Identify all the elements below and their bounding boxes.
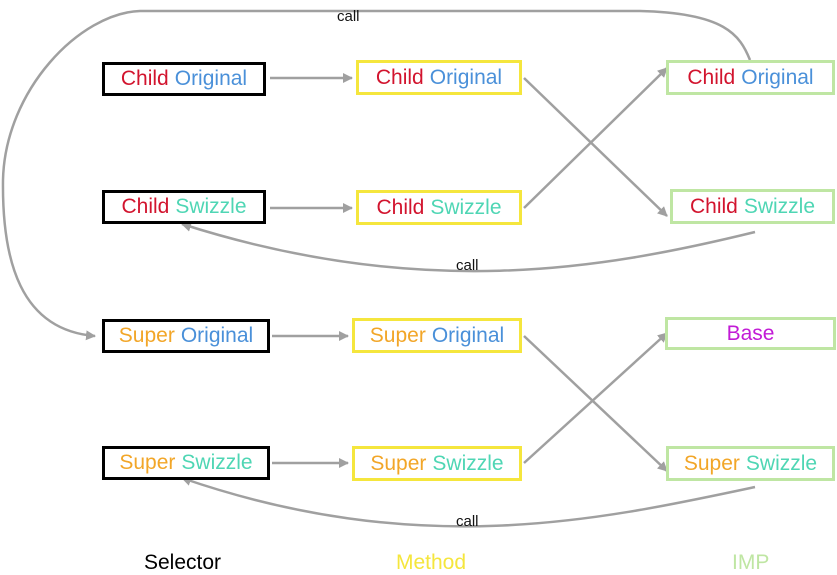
word-super: Super	[119, 451, 176, 474]
arrow-super-original-met-to-super-swizzle-imp	[523, 335, 668, 472]
word-swizzle: Swizzle	[175, 195, 247, 218]
word-child: Child	[689, 194, 738, 218]
word-super: Super	[370, 451, 427, 475]
imp-child-swizzle: Child Swizzle	[670, 189, 835, 224]
word-swizzle: Swizzle	[743, 194, 816, 218]
call-curve-top	[1, 9, 752, 341]
call-curve-child	[181, 221, 756, 273]
arrow-super-swizzle-met-to-base-imp	[523, 332, 668, 464]
call-label-super: call	[456, 513, 479, 530]
call-label-top: call	[337, 8, 360, 25]
word-swizzle: Swizzle	[430, 195, 502, 219]
word-super: Super	[369, 323, 426, 347]
word-swizzle: Swizzle	[745, 451, 818, 475]
column-label-imp: IMP	[732, 551, 770, 574]
word-original: Original	[429, 65, 503, 89]
call-label-child: call	[456, 257, 479, 274]
imp-base: Base	[665, 317, 836, 350]
word-original: Original	[431, 323, 505, 347]
word-child: Child	[376, 195, 425, 219]
selector-super-swizzle: Super Swizzle	[102, 446, 270, 480]
word-child: Child	[687, 65, 736, 89]
selector-child-original: Child Original	[102, 62, 266, 96]
arrow-child-swizzle-met-to-child-original-imp	[523, 67, 668, 209]
call-curve-super	[181, 476, 756, 528]
column-label-method: Method	[396, 551, 467, 574]
word-swizzle: Swizzle	[432, 451, 504, 475]
method-child-original: Child Original	[356, 60, 522, 95]
word-original: Original	[174, 67, 248, 90]
method-super-swizzle: Super Swizzle	[352, 446, 522, 481]
word-original: Original	[180, 324, 254, 347]
word-swizzle: Swizzle	[181, 451, 253, 474]
method-child-swizzle: Child Swizzle	[356, 190, 522, 225]
arrow-child-original-met-to-child-swizzle-imp	[523, 77, 668, 217]
imp-super-swizzle: Super Swizzle	[666, 446, 835, 481]
selector-super-original: Super Original	[102, 319, 270, 353]
selector-child-swizzle: Child Swizzle	[102, 190, 266, 224]
word-child: Child	[121, 195, 170, 218]
word-super: Super	[683, 451, 740, 475]
word-original: Original	[741, 65, 814, 89]
word-child: Child	[120, 67, 169, 90]
word-super: Super	[118, 324, 175, 347]
word-child: Child	[375, 65, 424, 89]
method-super-original: Super Original	[352, 318, 522, 353]
column-label-selector: Selector	[144, 551, 222, 574]
imp-child-original: Child Original	[666, 60, 835, 95]
word-base: Base	[726, 321, 775, 345]
